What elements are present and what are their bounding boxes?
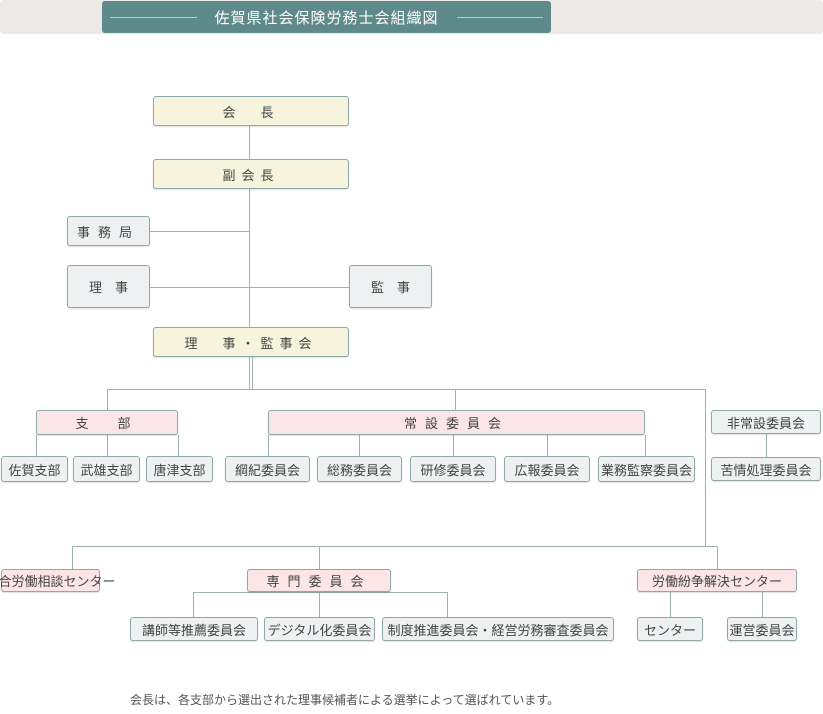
branches-box: 支 部 [36,410,178,435]
connector [670,592,671,617]
connector [447,592,448,617]
board-box: 理 事・監事会 [153,327,349,357]
committee-pr: 広報委員会 [504,456,590,482]
page-title: 佐賀県社会保険労務士会組織図 [102,1,551,33]
branch-takeo: 武雄支部 [73,456,140,482]
connector [36,435,37,456]
committee-discipline: 綱紀委員会 [225,456,310,482]
connector [453,435,454,456]
connector [455,389,456,410]
connector [717,546,718,569]
president-box: 会 長 [153,96,349,126]
consultation-center-box: 総合労働相談センター [0,569,116,592]
secretariat-box: 事務局 [67,216,150,246]
auditors-box: 監 事 [349,265,432,308]
connector [193,592,194,617]
branch-saga: 佐賀支部 [1,456,68,482]
connector [762,592,763,617]
connector [645,435,646,456]
committee-training: 研修委員会 [410,456,496,482]
committee-system-promotion: 制度推進委員会・経営労務審査委員会 [382,617,614,641]
committee-audit: 業務監察委員会 [598,456,695,482]
connector [150,287,349,288]
connector [107,389,108,410]
vice-president-box: 副会長 [153,159,349,189]
connector [72,546,73,569]
committee-complaints: 苦情処理委員会 [711,457,821,481]
directors-box: 理 事 [67,265,150,308]
connector [766,434,767,457]
connector [193,592,447,593]
connector [107,389,705,390]
connector [319,592,320,617]
footnote: 会長は、各支部から選出された理事候補者による選挙によって選ばれています。 [130,693,560,707]
connector [705,389,706,546]
connector [107,435,108,456]
title-text: 佐賀県社会保険労務士会組織図 [214,8,439,27]
branch-karatsu: 唐津支部 [146,456,213,482]
committee-general-affairs: 総務委員会 [317,456,402,482]
dispute-center-unit: センター [637,617,703,641]
non-standing-committee-box: 非常設委員会 [711,410,821,434]
committee-digital: デジタル化委員会 [264,617,375,641]
special-committee-box: 専門委員会 [247,569,391,592]
connector [268,435,269,456]
committee-lecturer: 講師等推薦委員会 [130,617,258,641]
standing-committee-box: 常設委員会 [268,410,645,435]
connector [178,435,179,456]
connector [72,546,717,547]
connector [319,546,320,569]
connector [249,126,250,389]
connector [252,357,253,389]
connector [547,435,548,456]
connector [150,231,250,232]
committee-operations: 運営委員会 [727,617,797,641]
dispute-center-box: 労働紛争解決センター [637,569,797,592]
connector [359,435,360,456]
